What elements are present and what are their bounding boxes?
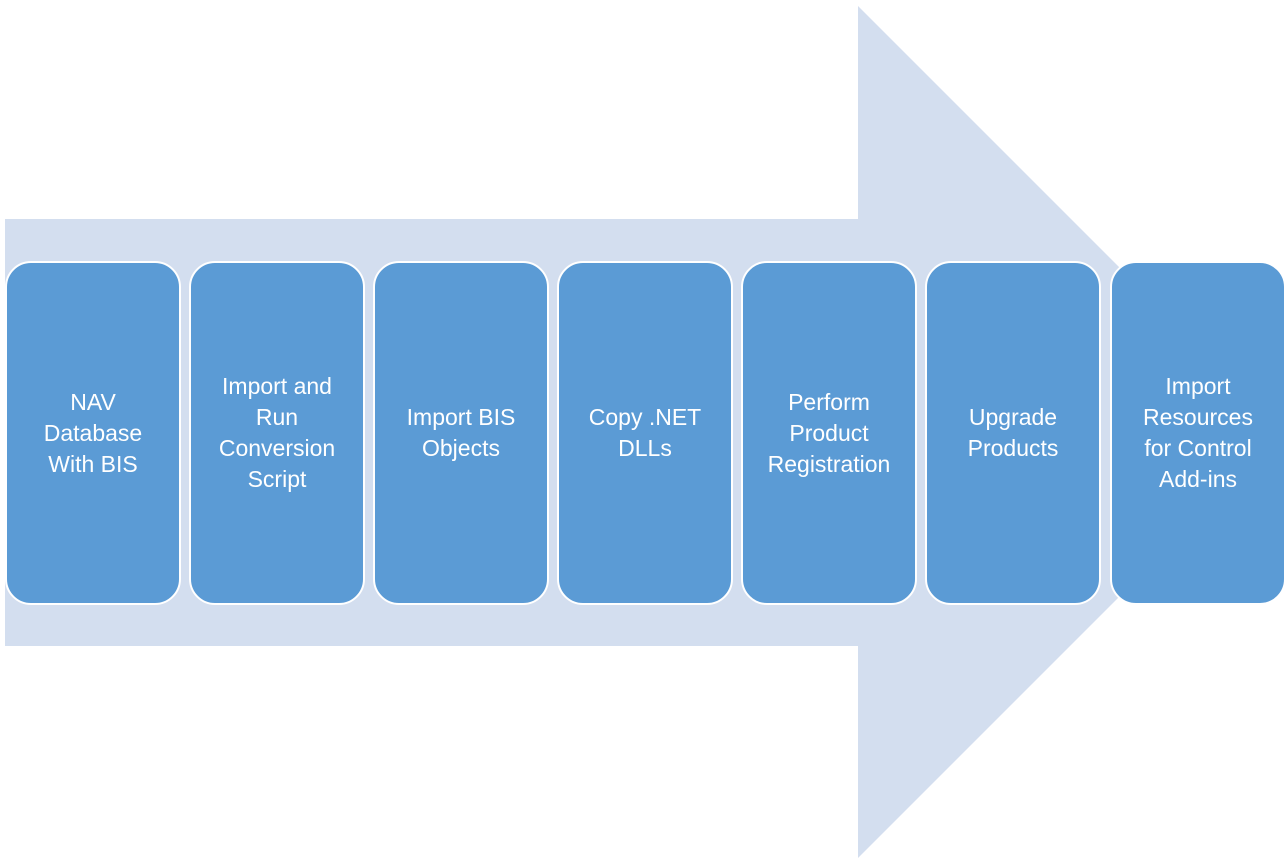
step-import-conversion-script: Import and Run Conversion Script bbox=[189, 261, 365, 605]
step-import-resources: Import Resources for Control Add-ins bbox=[1110, 261, 1286, 605]
step-label: Import Resources for Control Add-ins bbox=[1143, 373, 1253, 492]
step-product-registration: Perform Product Registration bbox=[741, 261, 917, 605]
step-import-bis-objects: Import BIS Objects bbox=[373, 261, 549, 605]
step-copy-net-dlls: Copy .NET DLLs bbox=[557, 261, 733, 605]
step-nav-database: NAV Database With BIS bbox=[5, 261, 181, 605]
step-upgrade-products: Upgrade Products bbox=[925, 261, 1101, 605]
step-label: Import and Run Conversion Script bbox=[218, 373, 336, 492]
step-label: Upgrade Products bbox=[967, 404, 1059, 461]
step-label: Import BIS Objects bbox=[406, 404, 516, 461]
step-label: NAV Database With BIS bbox=[43, 388, 143, 477]
step-label: Perform Product Registration bbox=[767, 388, 891, 477]
step-label: Copy .NET DLLs bbox=[588, 404, 702, 461]
